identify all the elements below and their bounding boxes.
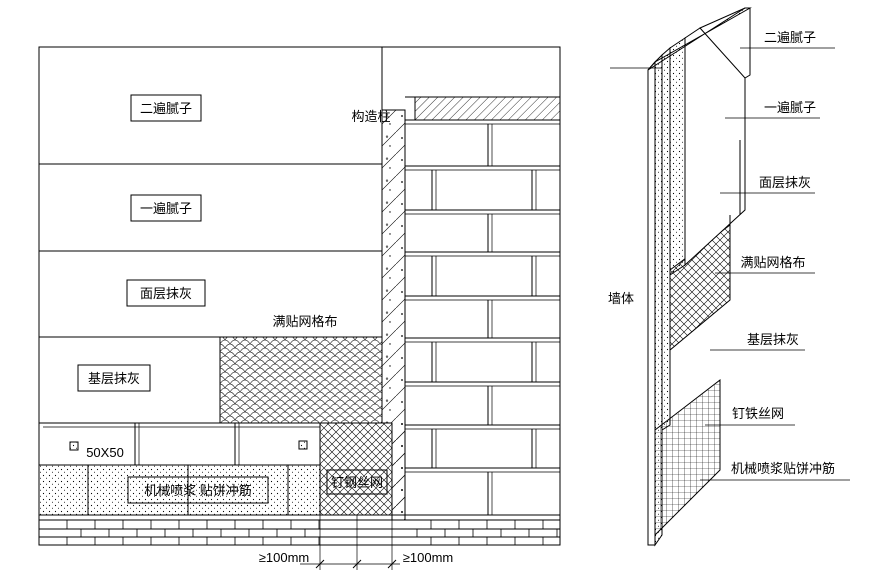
label-putty-second: 二遍腻子 bbox=[140, 101, 192, 116]
bottom-brick-joints bbox=[66, 520, 558, 545]
column-top-hatch bbox=[414, 96, 561, 121]
label-column: 构造柱 bbox=[351, 109, 390, 124]
label-base-plaster: 基层抹灰 bbox=[88, 371, 140, 386]
label-box bbox=[130, 94, 202, 122]
dimension-right: ≥100mm bbox=[403, 550, 453, 565]
marker-square bbox=[298, 440, 308, 450]
brick-wall bbox=[404, 119, 561, 521]
dimension-left: ≥100mm bbox=[259, 550, 309, 565]
label-box bbox=[127, 476, 269, 504]
label-box bbox=[126, 279, 206, 307]
label-putty-first: 一遍腻子 bbox=[140, 201, 192, 216]
label-spray-screed: 机械喷浆 贴饼冲筋 bbox=[144, 483, 252, 498]
left-elevation: 二遍腻子 一遍腻子 面层抹灰 基层抹灰 满贴网格布 构造柱 50X50 机械喷浆… bbox=[38, 46, 561, 570]
lower-brick-courses bbox=[38, 423, 560, 546]
label-mesh-cloth: 满贴网格布 bbox=[272, 314, 337, 329]
mesh-cloth-area bbox=[219, 336, 383, 424]
label-finish-plaster: 面层抹灰 bbox=[759, 175, 811, 190]
label-wire-mesh: 钉钢丝网 bbox=[331, 475, 383, 490]
label-mesh-cloth: 满贴网格布 bbox=[740, 255, 805, 270]
label-box bbox=[77, 364, 151, 392]
label-spray-screed: 机械喷浆贴饼冲筋 bbox=[731, 461, 835, 476]
dimension-line bbox=[300, 515, 400, 570]
label-wall: 墙体 bbox=[608, 291, 634, 306]
wall-body bbox=[647, 60, 656, 546]
label-box bbox=[130, 194, 202, 222]
label-marker-size: 50X50 bbox=[86, 445, 124, 460]
label-box bbox=[326, 469, 388, 495]
wire-mesh-area bbox=[319, 422, 393, 516]
label-putty-second: 二遍腻子 bbox=[764, 30, 816, 45]
label-base-plaster: 基层抹灰 bbox=[747, 332, 799, 347]
right-section: 墙体 二遍腻子 一遍腻子 面层抹灰 满贴网格布 基层抹灰 钉铁丝网 机械喷浆贴饼… bbox=[608, 7, 850, 547]
label-wire-mesh: 钉铁丝网 bbox=[732, 406, 784, 421]
marker-square bbox=[69, 441, 79, 451]
label-finish-plaster: 面层抹灰 bbox=[140, 286, 192, 301]
label-putty-first: 一遍腻子 bbox=[764, 100, 816, 115]
